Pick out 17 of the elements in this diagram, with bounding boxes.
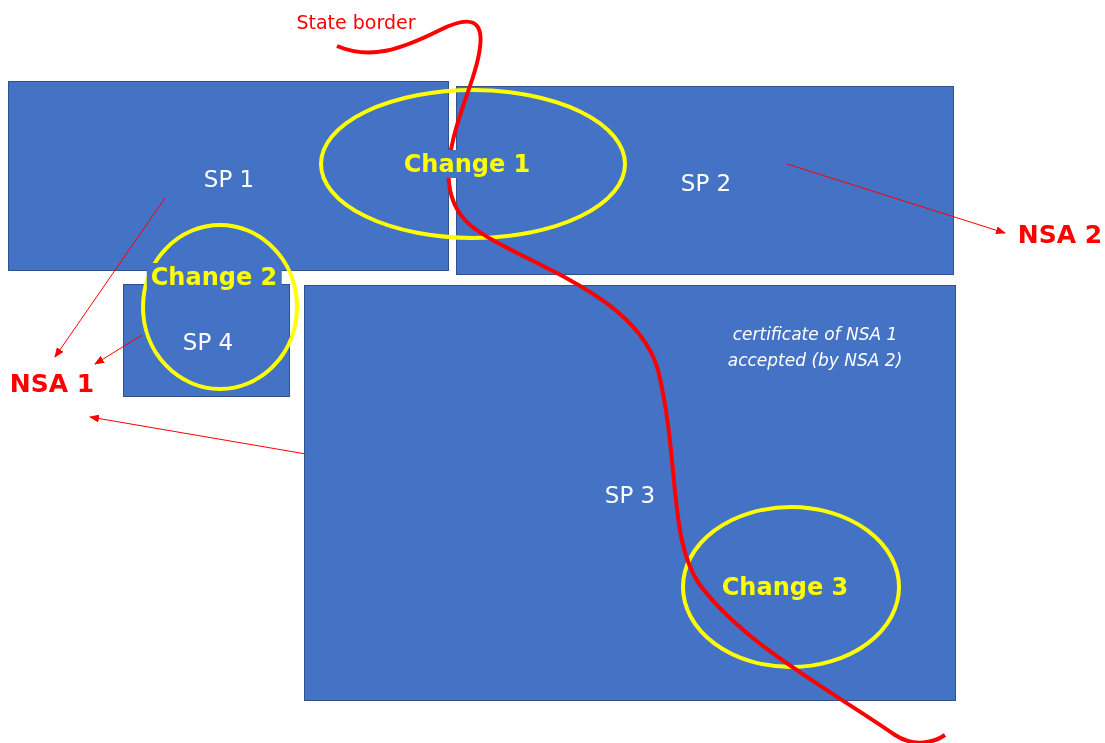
border-label: State border	[296, 11, 416, 33]
area-label: SP 4	[182, 329, 234, 355]
area-box	[304, 285, 956, 701]
change-ellipse	[681, 505, 901, 669]
change-label: Change 2	[146, 262, 282, 291]
authority-label: NSA 1	[9, 368, 95, 398]
area-label: SP 3	[604, 482, 656, 508]
note-text: certificate of NSA 1 accepted (by NSA 2)	[726, 323, 904, 372]
change-ellipse	[319, 88, 627, 240]
change-ellipse	[141, 223, 299, 391]
arrow	[54, 197, 166, 358]
area-label: SP 1	[203, 166, 255, 192]
arrow	[89, 414, 307, 455]
area-label: SP 2	[680, 170, 732, 196]
authority-label: NSA 2	[1017, 219, 1103, 249]
arrow	[786, 163, 1006, 235]
arrow	[94, 334, 143, 365]
